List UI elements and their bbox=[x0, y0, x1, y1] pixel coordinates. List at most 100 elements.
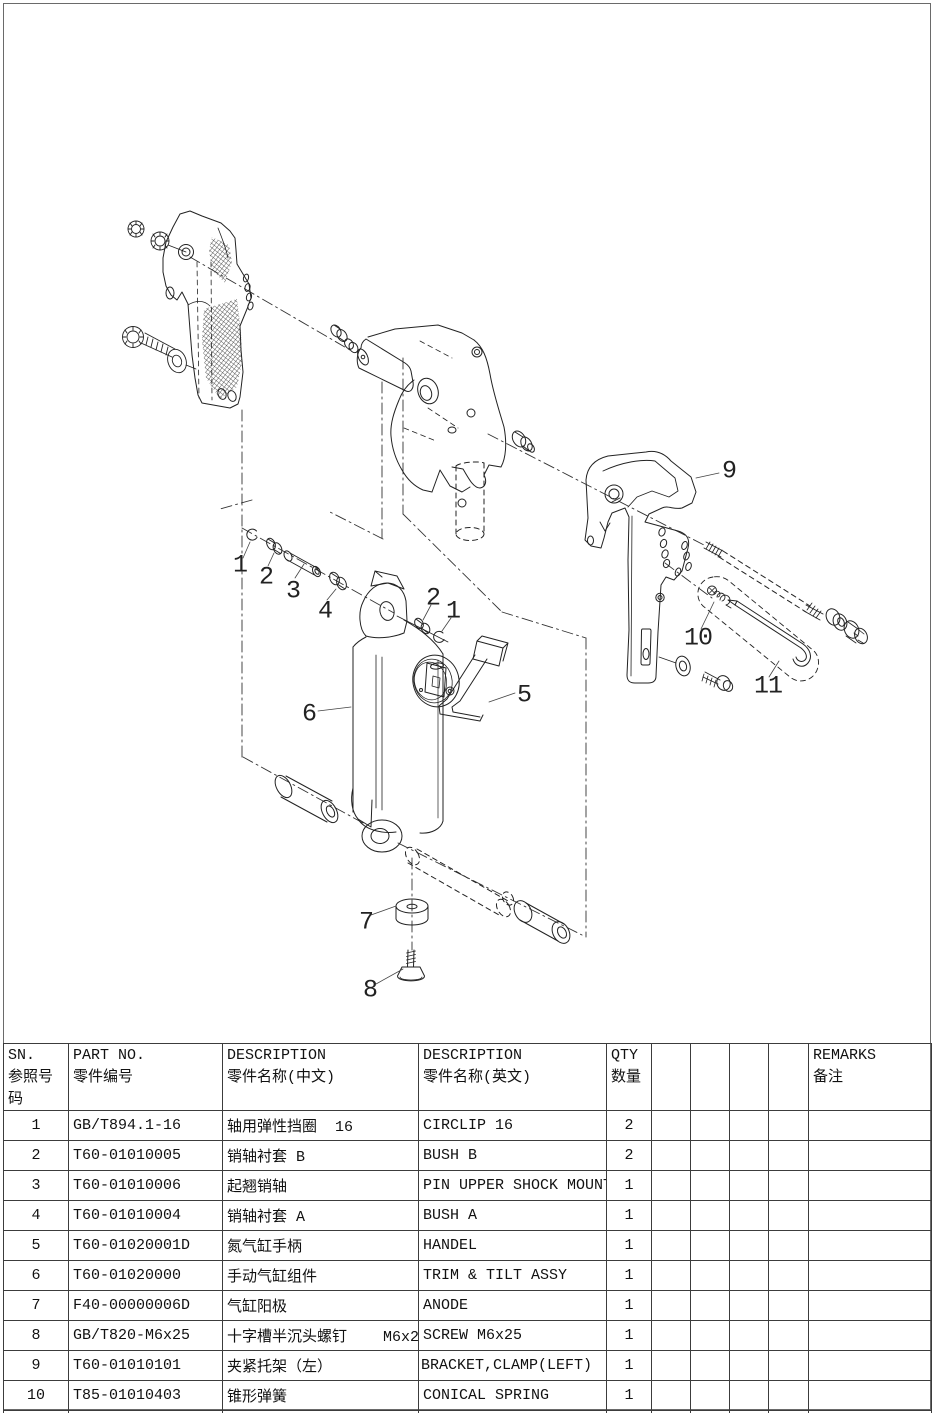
cell-description-en: CIRCLIP 16 bbox=[418, 1110, 607, 1142]
callout-9: 9 bbox=[721, 456, 737, 486]
cell-qty: 1 bbox=[606, 1380, 652, 1412]
callout-5: 5 bbox=[516, 680, 532, 710]
cell-sn: 9 bbox=[3, 1350, 69, 1382]
cell-part-no: GB/T894.1-16 bbox=[68, 1110, 223, 1142]
table-row: 6 T60-01020000 手动气缸组件 TRIM & TILT ASSY 1 bbox=[3, 1260, 932, 1292]
col-header-part-no: PART NO.零件编号 bbox=[68, 1042, 223, 1112]
cell-sn: 5 bbox=[3, 1230, 69, 1262]
callout-8: 8 bbox=[362, 975, 378, 1005]
cell-remarks bbox=[808, 1350, 932, 1382]
cell-description-cn: 起翘销轴 bbox=[222, 1170, 419, 1202]
cell-remarks bbox=[808, 1170, 932, 1202]
limit-rod-and-bolt bbox=[658, 541, 868, 692]
cell-sn: 8 bbox=[3, 1320, 69, 1352]
cell-sn: 4 bbox=[3, 1200, 69, 1232]
cell-qty: 1 bbox=[606, 1260, 652, 1292]
cell-sn: 6 bbox=[3, 1260, 69, 1292]
clamp-bracket-left bbox=[584, 450, 697, 684]
cell-description-cn: 轴用弹性挡圈 16 bbox=[222, 1110, 419, 1142]
cell-description-en: BRACKET,CLAMP(LEFT) bbox=[418, 1350, 607, 1382]
callout-10: 10 bbox=[683, 623, 713, 653]
cell-part-no: T85-01010403 bbox=[68, 1380, 223, 1412]
cell-qty: 2 bbox=[606, 1140, 652, 1172]
cell-part-no: F40-00000006D bbox=[68, 1290, 223, 1322]
cell-qty: 1 bbox=[606, 1170, 652, 1202]
clamp-bracket-right bbox=[162, 210, 254, 409]
cell-remarks bbox=[808, 1200, 932, 1232]
callout-2: 2 bbox=[258, 562, 274, 592]
cell-description-en: ANODE bbox=[418, 1290, 607, 1322]
col-header-sn: SN.参照号码 bbox=[3, 1042, 69, 1112]
table-row: 8 GB/T820-M6x25 十字槽半沉头螺钉 M6x25 SCREW M6x… bbox=[3, 1320, 932, 1352]
callout-11: 11 bbox=[753, 671, 783, 701]
cell-description-en: SCREW M6x25 bbox=[418, 1320, 607, 1352]
table-row: 9 T60-01010101 夹紧托架（左） BRACKET,CLAMP(LEF… bbox=[3, 1350, 932, 1382]
callout-1: 1 bbox=[232, 550, 248, 580]
cell-description-cn: 氮气缸手柄 bbox=[222, 1230, 419, 1262]
cell-description-en: BUSH B bbox=[418, 1140, 607, 1172]
swivel-bracket-assembly bbox=[330, 324, 535, 541]
callout-1b: 1 bbox=[445, 596, 461, 626]
cell-qty: 2 bbox=[606, 1110, 652, 1142]
table-row: 7 F40-00000006D 气缸阳极 ANODE 1 bbox=[3, 1290, 932, 1322]
cell-description-en: TRIM & TILT ASSY bbox=[418, 1260, 607, 1292]
construction-lines bbox=[189, 256, 713, 951]
table-row: 2 T60-01010005 销轴衬套 B BUSH B 2 bbox=[3, 1140, 932, 1172]
cell-sn: 3 bbox=[3, 1170, 69, 1202]
cell-remarks bbox=[808, 1290, 932, 1322]
callout-2b: 2 bbox=[425, 583, 441, 613]
cell-description-cn: 气缸阳极 bbox=[222, 1290, 419, 1322]
cell-part-no: T60-01020001D bbox=[68, 1230, 223, 1262]
cell-description-cn: 夹紧托架（左） bbox=[222, 1350, 419, 1382]
cell-remarks bbox=[808, 1230, 932, 1262]
cell-part-no: T60-01010005 bbox=[68, 1140, 223, 1172]
cell-description-en: HANDEL bbox=[418, 1230, 607, 1262]
cell-description-cn: 十字槽半沉头螺钉 M6x25 bbox=[222, 1320, 419, 1352]
cell-remarks bbox=[808, 1140, 932, 1172]
cell-part-no: T60-01010004 bbox=[68, 1200, 223, 1232]
exploded-diagram bbox=[122, 210, 868, 985]
trim-tilt-cylinder bbox=[274, 570, 571, 982]
cell-part-no: GB/T820-M6x25 bbox=[68, 1320, 223, 1352]
fastener-nuts-and-bolt bbox=[122, 220, 197, 374]
callout-6: 6 bbox=[301, 699, 317, 729]
col-header-empty-3 bbox=[729, 1042, 769, 1112]
cell-part-no: T60-01010101 bbox=[68, 1350, 223, 1382]
table-row: 5 T60-01020001D 氮气缸手柄 HANDEL 1 bbox=[3, 1230, 932, 1262]
cell-remarks bbox=[808, 1410, 932, 1413]
cell-description-cn: 手动气缸组件 bbox=[222, 1260, 419, 1292]
cell-description-cn: 销轴衬套 A bbox=[222, 1200, 419, 1232]
col-header-empty-2 bbox=[690, 1042, 730, 1112]
callout-3: 3 bbox=[285, 576, 301, 606]
cell-part-no: T60-01010006 bbox=[68, 1170, 223, 1202]
table-row: 4 T60-01010004 销轴衬套 A BUSH A 1 bbox=[3, 1200, 932, 1232]
cell-qty: 1 bbox=[606, 1290, 652, 1322]
cell-description-en: CONICAL SPRING bbox=[418, 1380, 607, 1412]
cell-sn: 1 bbox=[3, 1110, 69, 1142]
cell-description-en: PIN UPPER SHOCK MOUNT bbox=[418, 1170, 607, 1202]
cell-description-cn: 销轴衬套 B bbox=[222, 1140, 419, 1172]
cell-qty: 1 bbox=[606, 1320, 652, 1352]
cell-remarks bbox=[808, 1260, 932, 1292]
cell-sn: 2 bbox=[3, 1140, 69, 1172]
pin-and-bush-parts bbox=[246, 528, 347, 591]
cell-qty: 1 bbox=[606, 1230, 652, 1262]
cell-qty: 1 bbox=[606, 1350, 652, 1382]
cell-remarks bbox=[808, 1110, 932, 1142]
col-header-empty-4 bbox=[768, 1042, 809, 1112]
cell-remarks bbox=[808, 1320, 932, 1352]
cell-sn: 10 bbox=[3, 1380, 69, 1412]
cell-qty: 1 bbox=[606, 1200, 652, 1232]
callout-7: 7 bbox=[358, 907, 374, 937]
table-row: 11 T85-01010400 角度限位杆组件 LIMITATIVE ROD A… bbox=[3, 1410, 932, 1413]
callout-leader-lines bbox=[242, 472, 780, 985]
callout-4: 4 bbox=[317, 596, 333, 626]
col-header-empty-1 bbox=[651, 1042, 691, 1112]
